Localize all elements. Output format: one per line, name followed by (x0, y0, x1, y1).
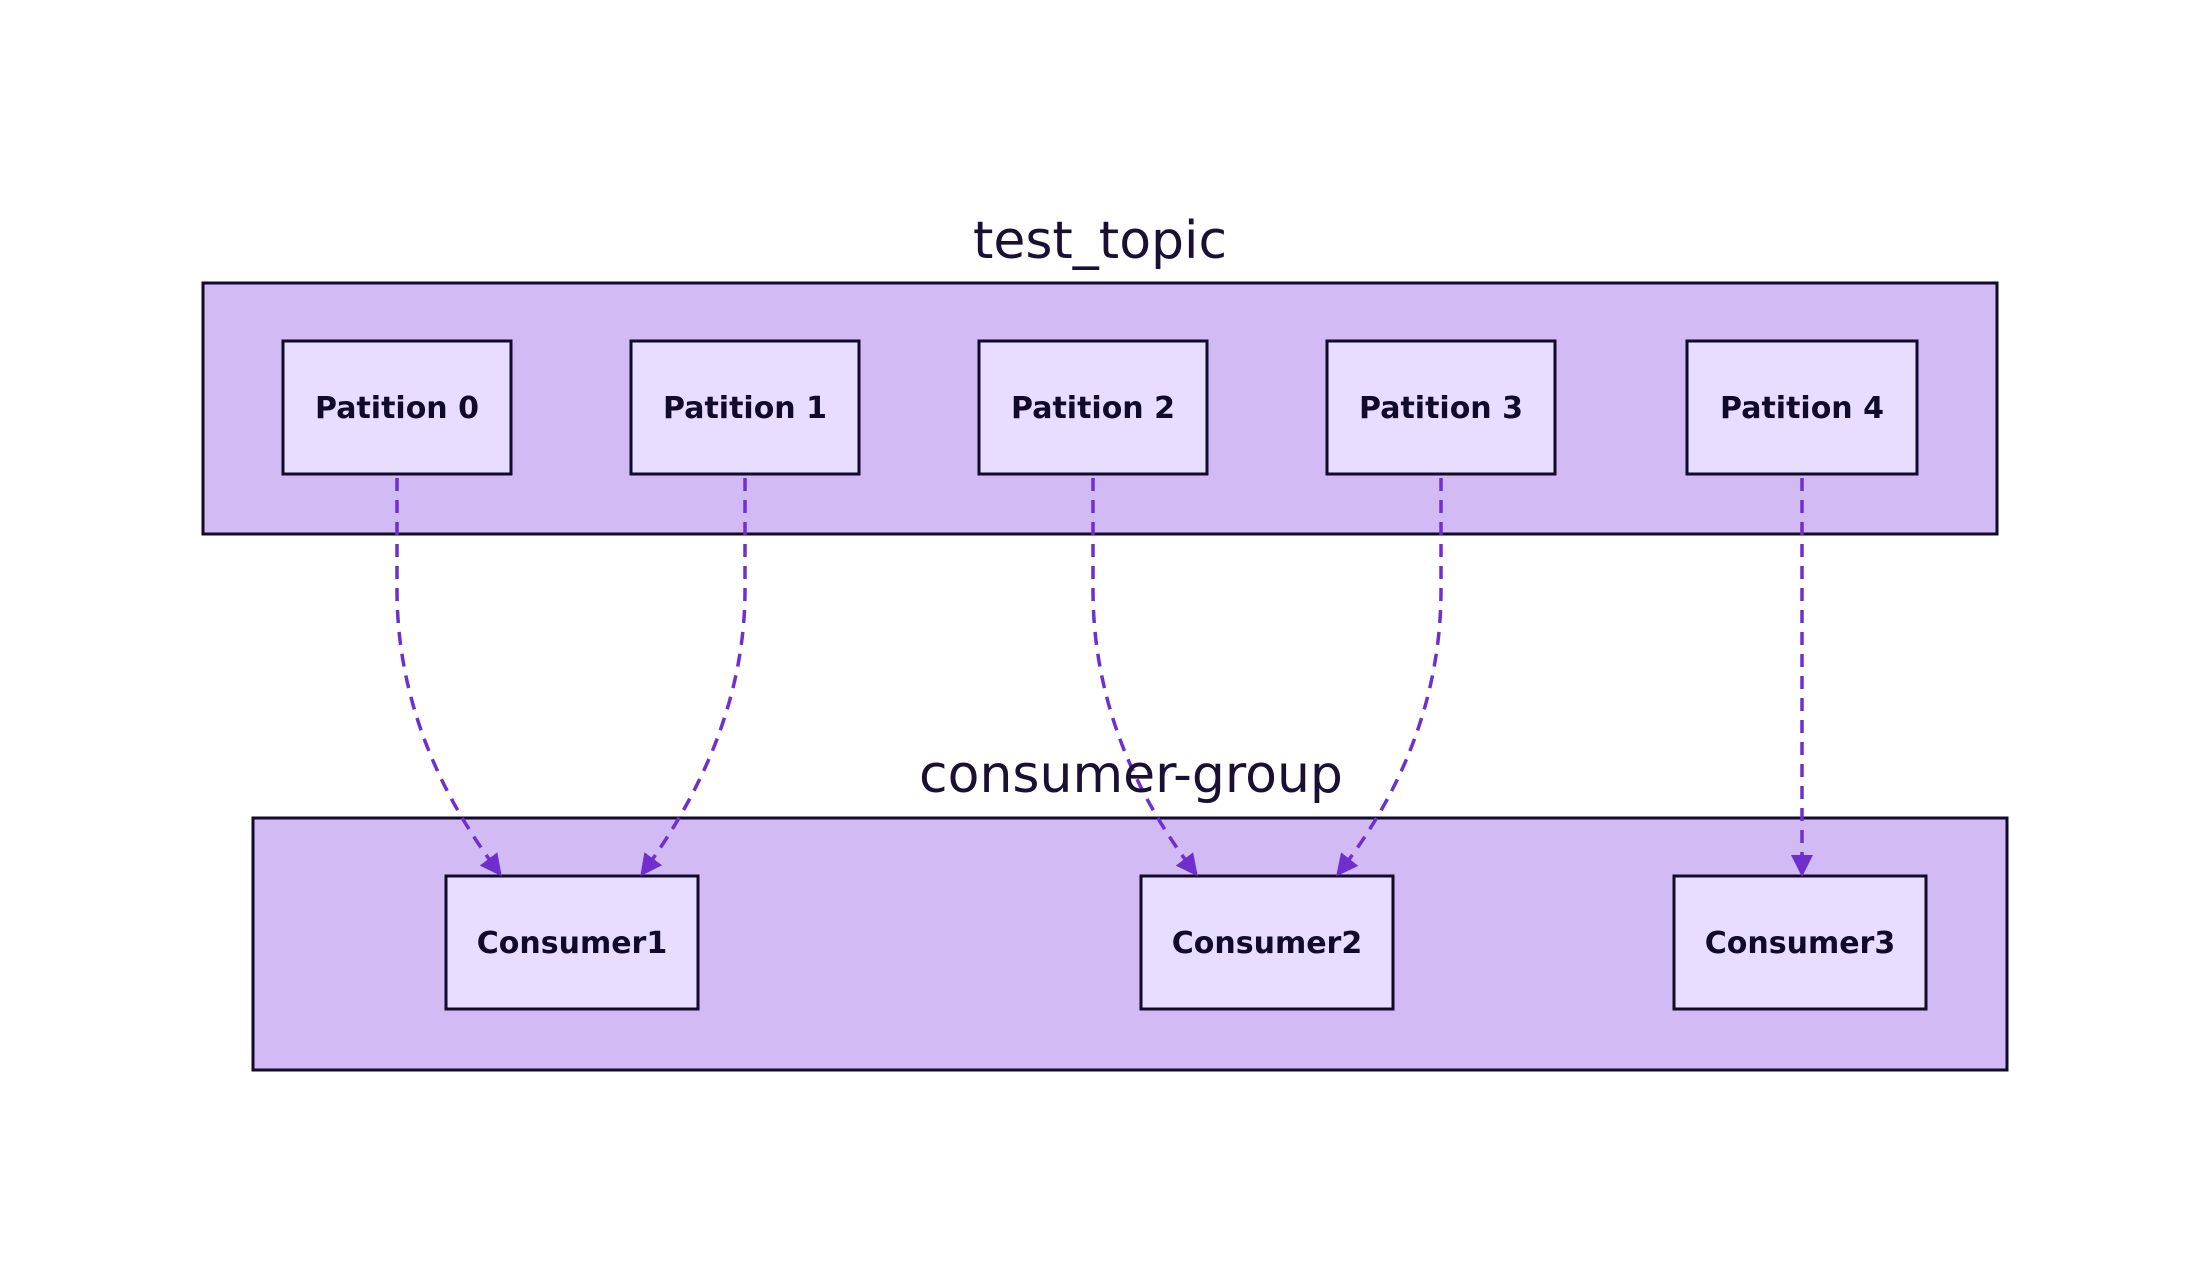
partition-node-2[interactable]: Patition 2 (977, 339, 1209, 476)
edge-p1-c1 (640, 478, 747, 877)
partition-box (1685, 339, 1919, 476)
consumer-label: Consumer1 (477, 926, 667, 961)
edge-p3-c2 (1336, 478, 1443, 877)
consumer-box (1672, 874, 1928, 1011)
consumer-node-2[interactable]: Consumer2 (1139, 874, 1395, 1011)
consumer-label: Consumer3 (1705, 926, 1895, 961)
consumer-node-3[interactable]: Consumer3 (1672, 874, 1928, 1011)
partition-label: Patition 0 (315, 391, 479, 426)
partition-label: Patition 1 (663, 391, 827, 426)
consumer-group: Consumer1 Consumer2 Consumer3 (251, 816, 2009, 1072)
topic-group: test_topic Patition 0 Patition 1 Patitio… (201, 211, 1999, 536)
partition-node-4[interactable]: Patition 4 (1685, 339, 1919, 476)
topic-title: test_topic (973, 211, 1227, 271)
consumer-box (1139, 874, 1395, 1011)
partition-box (1325, 339, 1557, 476)
partition-node-3[interactable]: Patition 3 (1325, 339, 1557, 476)
partition-box (977, 339, 1209, 476)
consumer-box (444, 874, 700, 1011)
partition-label: Patition 2 (1011, 391, 1175, 426)
partition-box (629, 339, 861, 476)
consumer-group-title: consumer-group (919, 745, 1343, 805)
edge-p2-c2 (1091, 478, 1198, 877)
consumer-node-1[interactable]: Consumer1 (444, 874, 700, 1011)
partition-node-0[interactable]: Patition 0 (281, 339, 513, 476)
edge-p0-c1 (395, 478, 502, 877)
partition-label: Patition 4 (1720, 391, 1884, 426)
consumer-label: Consumer2 (1172, 926, 1362, 961)
partition-box (281, 339, 513, 476)
partition-label: Patition 3 (1359, 391, 1523, 426)
edges (395, 478, 1813, 877)
partition-node-1[interactable]: Patition 1 (629, 339, 861, 476)
